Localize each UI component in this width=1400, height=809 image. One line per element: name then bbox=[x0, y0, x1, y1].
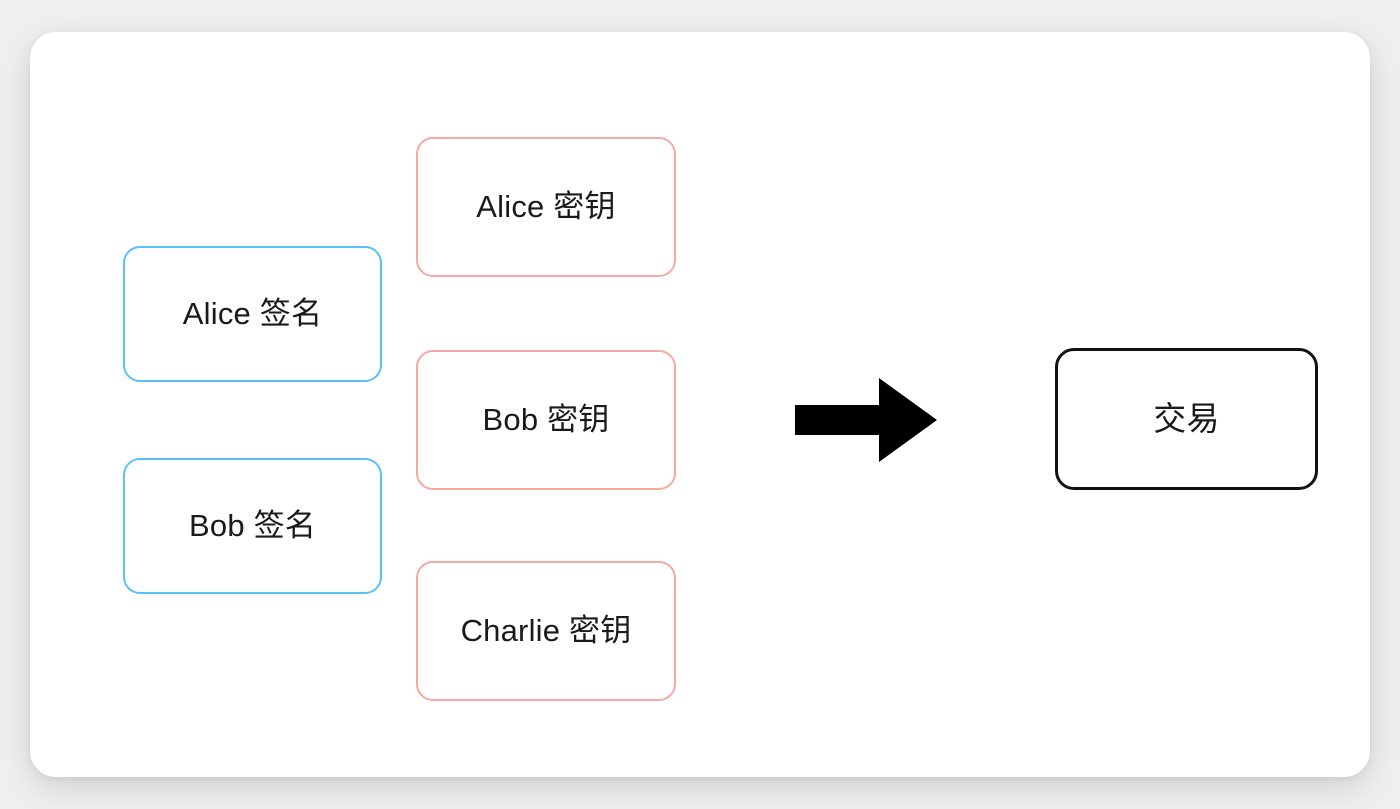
key-node-charlie-label: Charlie 密钥 bbox=[460, 613, 632, 649]
signature-node-bob[interactable]: Bob 签名 bbox=[123, 458, 382, 594]
key-node-bob-label: Bob 密钥 bbox=[482, 402, 610, 438]
key-node-alice-label: Alice 密钥 bbox=[476, 189, 616, 225]
key-node-alice[interactable]: Alice 密钥 bbox=[416, 137, 676, 277]
right-arrow-icon bbox=[793, 376, 939, 464]
transaction-node[interactable]: 交易 bbox=[1055, 348, 1318, 490]
key-node-charlie[interactable]: Charlie 密钥 bbox=[416, 561, 676, 701]
signature-node-alice-label: Alice 签名 bbox=[182, 296, 323, 332]
key-node-bob[interactable]: Bob 密钥 bbox=[416, 350, 676, 490]
transaction-node-label: 交易 bbox=[1153, 400, 1220, 438]
signature-node-alice[interactable]: Alice 签名 bbox=[123, 246, 382, 382]
diagram-card: Alice 签名 Bob 签名 Alice 密钥 Bob 密钥 Charlie … bbox=[30, 32, 1370, 777]
signature-node-bob-label: Bob 签名 bbox=[189, 508, 316, 544]
